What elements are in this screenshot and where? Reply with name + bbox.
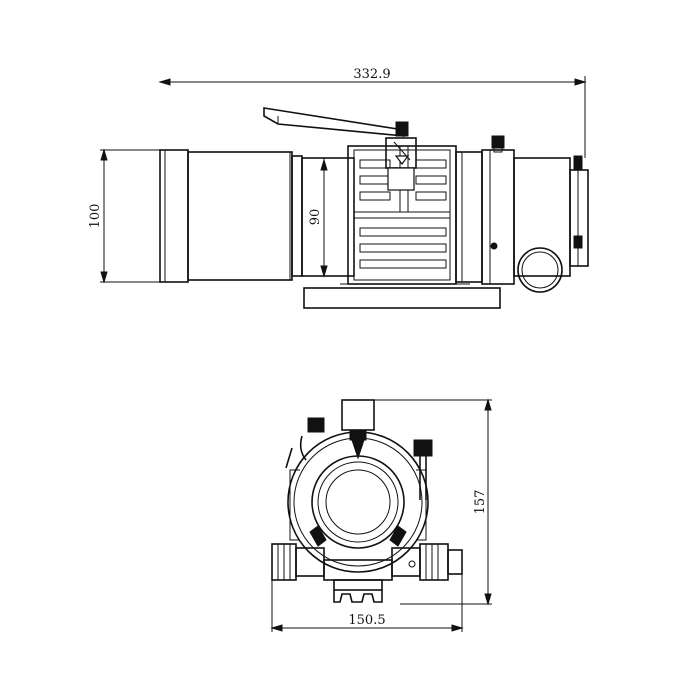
dimension-label-tube-diameter: 100 (88, 204, 103, 229)
left-thumbscrew-icon (307, 417, 325, 433)
dimension-label-overall-length: 332.9 (353, 67, 390, 82)
side-view: 332.9 100 90 (88, 67, 589, 309)
dimension-label-front-width: 150.5 (348, 613, 385, 628)
lock-knob-icon (491, 135, 505, 149)
dimension-label-front-height: 157 (473, 490, 488, 515)
dimension-front-height: 157 (360, 398, 492, 606)
dimension-tube-diameter: 100 (88, 148, 160, 284)
dimension-overall-length: 332.9 (158, 67, 587, 158)
focuser-body (455, 135, 515, 285)
front-finder-shoe (341, 399, 375, 460)
front-view: 157 150.5 (270, 398, 492, 632)
tube-ring-clamp (347, 145, 457, 285)
front-left-thumbscrew (285, 417, 325, 469)
dimension-clamp-height: 90 (308, 158, 328, 278)
focuser-drawtube (513, 155, 589, 277)
dew-shield (159, 149, 303, 283)
front-optical-tube (311, 455, 405, 549)
shoe-knob-icon (395, 121, 409, 137)
focus-knob (517, 247, 563, 293)
dovetail-base-plate (303, 283, 501, 309)
finder-shoe (385, 121, 417, 191)
ring-screws (309, 525, 407, 547)
finder-bracket (263, 107, 405, 137)
front-tube-ring (287, 431, 429, 573)
dimension-label-clamp-height: 90 (308, 209, 323, 226)
compression-screw-top-icon (573, 155, 583, 171)
front-base (323, 559, 393, 603)
right-knob-icon (413, 439, 433, 457)
front-focus-knobs (271, 543, 463, 581)
